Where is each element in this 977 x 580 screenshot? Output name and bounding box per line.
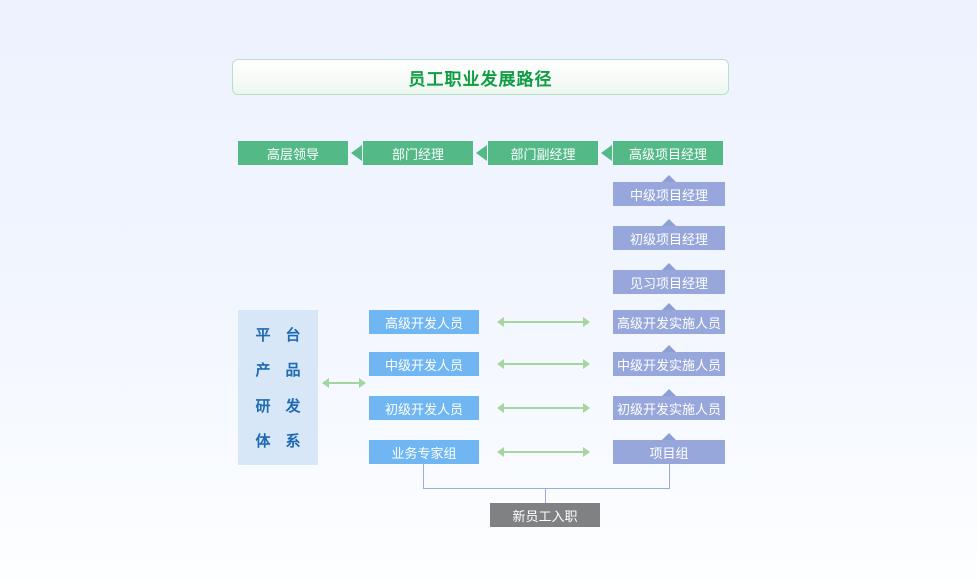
node-new-employee-entry: 新员工入职 xyxy=(490,503,600,527)
up-arrow-icon xyxy=(662,303,676,310)
platform-row: 体 系 xyxy=(255,432,301,450)
diagram-title-box: 员工职业发展路径 xyxy=(232,59,729,95)
node-top-management: 高层领导 xyxy=(238,141,348,165)
node-platform-rd-system: 平 台 产 品 研 发 体 系 xyxy=(238,310,318,465)
double-arrow-icon xyxy=(497,446,590,458)
connector-line xyxy=(545,488,546,503)
node-senior-implementer: 高级开发实施人员 xyxy=(613,310,725,334)
node-junior-developer: 初级开发人员 xyxy=(369,396,479,420)
up-arrow-icon xyxy=(662,389,676,396)
node-expert-group: 业务专家组 xyxy=(369,440,479,464)
left-arrow-icon xyxy=(476,145,487,161)
node-junior-implementer: 初级开发实施人员 xyxy=(613,396,725,420)
platform-row: 研 发 xyxy=(255,397,301,415)
double-arrow-icon xyxy=(497,316,590,328)
up-arrow-icon xyxy=(662,219,676,226)
node-senior-project-manager: 高级项目经理 xyxy=(613,141,723,165)
node-dept-manager: 部门经理 xyxy=(363,141,473,165)
node-project-team: 项目组 xyxy=(613,440,725,464)
connector-line xyxy=(423,488,670,489)
platform-row: 产 品 xyxy=(255,362,301,380)
node-senior-developer: 高级开发人员 xyxy=(369,310,479,334)
up-arrow-icon xyxy=(662,175,676,182)
connector-line xyxy=(423,464,424,489)
up-arrow-icon xyxy=(662,263,676,270)
node-junior-project-manager: 初级项目经理 xyxy=(613,226,725,250)
left-arrow-icon xyxy=(351,145,362,161)
node-mid-implementer: 中级开发实施人员 xyxy=(613,352,725,376)
left-arrow-icon xyxy=(601,145,612,161)
up-arrow-icon xyxy=(662,345,676,352)
node-mid-developer: 中级开发人员 xyxy=(369,352,479,376)
diagram-title: 员工职业发展路径 xyxy=(408,69,553,89)
up-arrow-icon xyxy=(662,433,676,440)
double-arrow-icon xyxy=(497,402,590,414)
node-mid-project-manager: 中级项目经理 xyxy=(613,182,725,206)
node-deputy-dept-manager: 部门副经理 xyxy=(488,141,598,165)
double-arrow-icon xyxy=(322,377,366,389)
platform-row: 平 台 xyxy=(255,327,301,345)
connector-line xyxy=(669,464,670,489)
node-trainee-project-manager: 见习项目经理 xyxy=(613,270,725,294)
double-arrow-icon xyxy=(497,358,590,370)
